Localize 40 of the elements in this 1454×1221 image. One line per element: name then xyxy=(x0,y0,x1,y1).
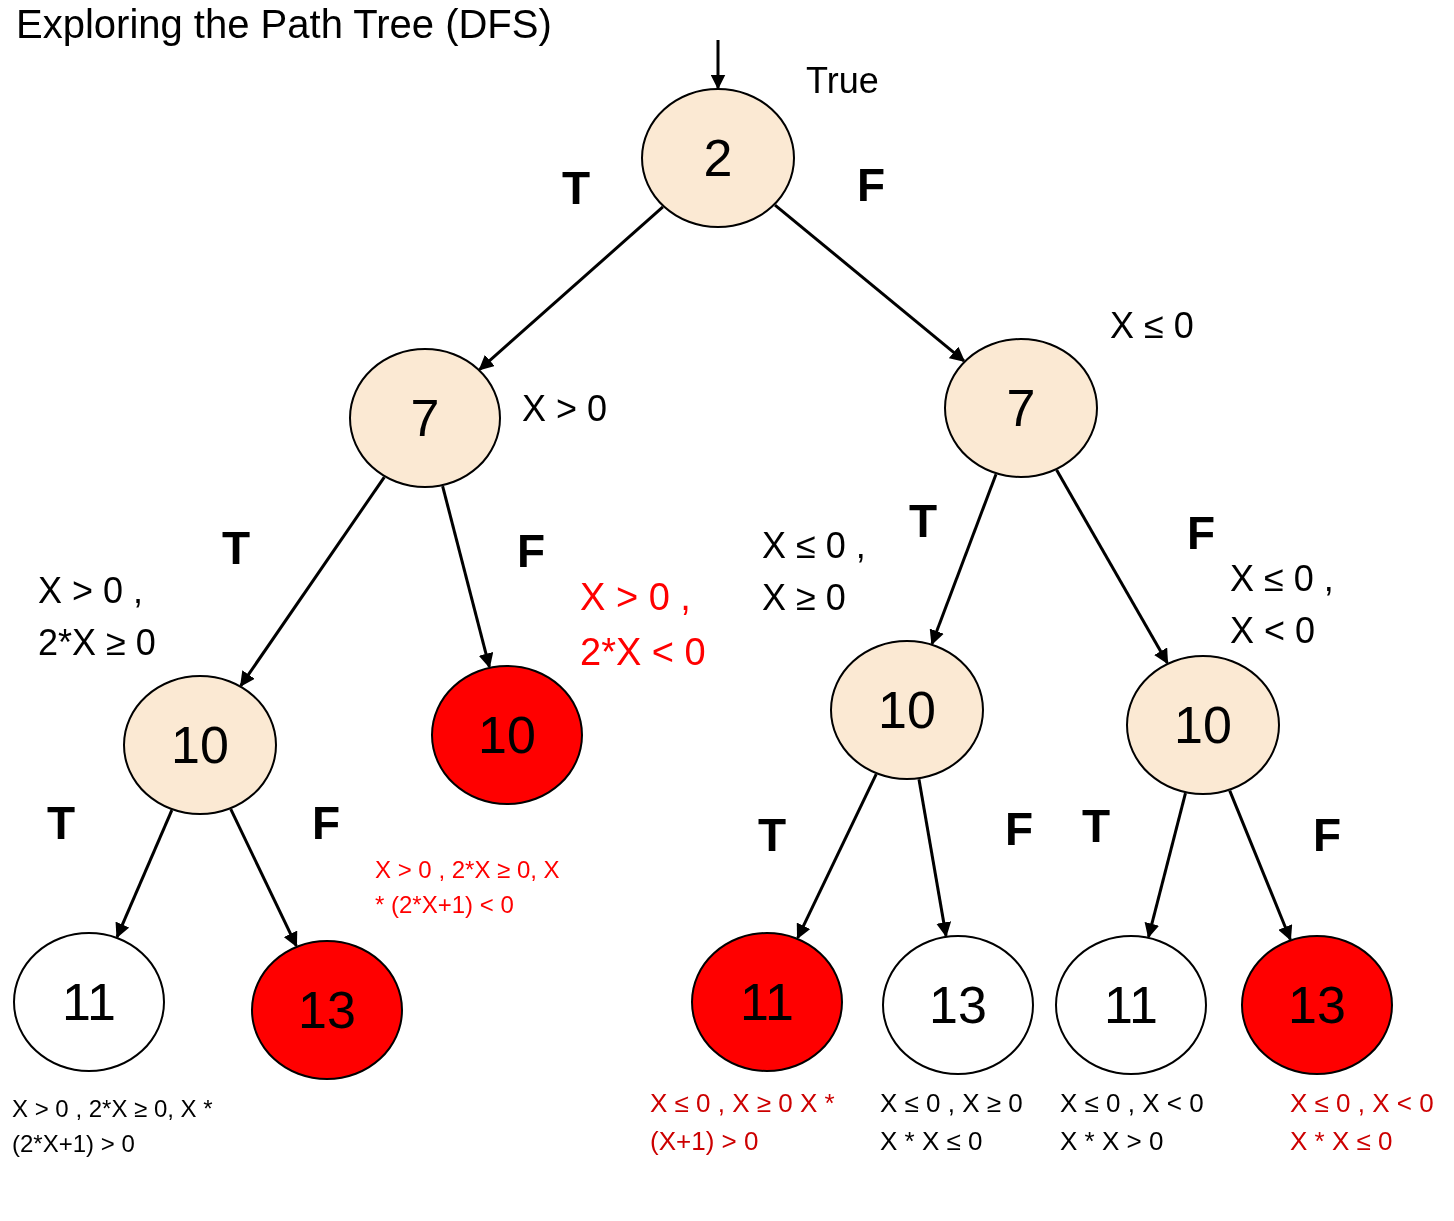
node-number: 7 xyxy=(410,392,440,444)
arrow xyxy=(239,476,386,687)
path-condition: X ≤ 0 , X < 0 X * X ≤ 0 xyxy=(1290,1087,1435,1158)
node-number: 10 xyxy=(1174,699,1232,751)
diagram-title: Exploring the Path Tree (DFS) xyxy=(16,2,552,46)
node-number: 13 xyxy=(298,984,356,1036)
node-number: 13 xyxy=(929,979,987,1031)
node-number: 7 xyxy=(1006,382,1036,434)
arrow xyxy=(1144,792,1187,939)
arrow xyxy=(441,485,494,669)
path-condition: X > 0 , 2*X ≥ 0, X * (2*X+1) < 0 xyxy=(375,855,561,920)
node-number: 10 xyxy=(478,709,536,761)
arrow xyxy=(929,473,998,646)
path-condition: X ≤ 0 , X ≥ 0 xyxy=(762,524,867,621)
path-condition: X > 0 , 2*X < 0 xyxy=(580,575,707,676)
path-condition: True xyxy=(806,59,879,103)
arrow xyxy=(115,809,174,939)
arrow xyxy=(1228,790,1293,941)
node-number: 11 xyxy=(62,976,116,1028)
path-condition: X ≤ 0 xyxy=(1110,304,1194,348)
node-number: 10 xyxy=(171,719,229,771)
node-number: 13 xyxy=(1288,979,1346,1031)
node-number: 11 xyxy=(740,976,794,1028)
arrow xyxy=(478,205,664,371)
arrow xyxy=(917,778,952,938)
arrow xyxy=(229,808,298,948)
node-number: 10 xyxy=(878,684,936,736)
path-condition: X > 0 , 2*X ≥ 0, X * (2*X+1) > 0 xyxy=(12,1094,214,1159)
path-condition: X ≤ 0 , X < 0 X * X > 0 xyxy=(1060,1087,1205,1158)
arrow xyxy=(1055,469,1169,665)
path-condition: X ≤ 0 , X ≥ 0 X * X ≤ 0 xyxy=(880,1087,1024,1158)
path-condition: X > 0 , 2*X ≥ 0 xyxy=(38,569,157,666)
node-number: 11 xyxy=(1104,979,1158,1031)
path-condition: X > 0 xyxy=(522,387,608,431)
node-number: 2 xyxy=(703,132,733,184)
arrow xyxy=(796,773,878,940)
path-condition: X ≤ 0 , X ≥ 0 X * (X+1) > 0 xyxy=(650,1087,836,1158)
path-condition: X ≤ 0 , X < 0 xyxy=(1230,557,1335,654)
arrow xyxy=(710,40,726,90)
arrow xyxy=(774,203,966,363)
